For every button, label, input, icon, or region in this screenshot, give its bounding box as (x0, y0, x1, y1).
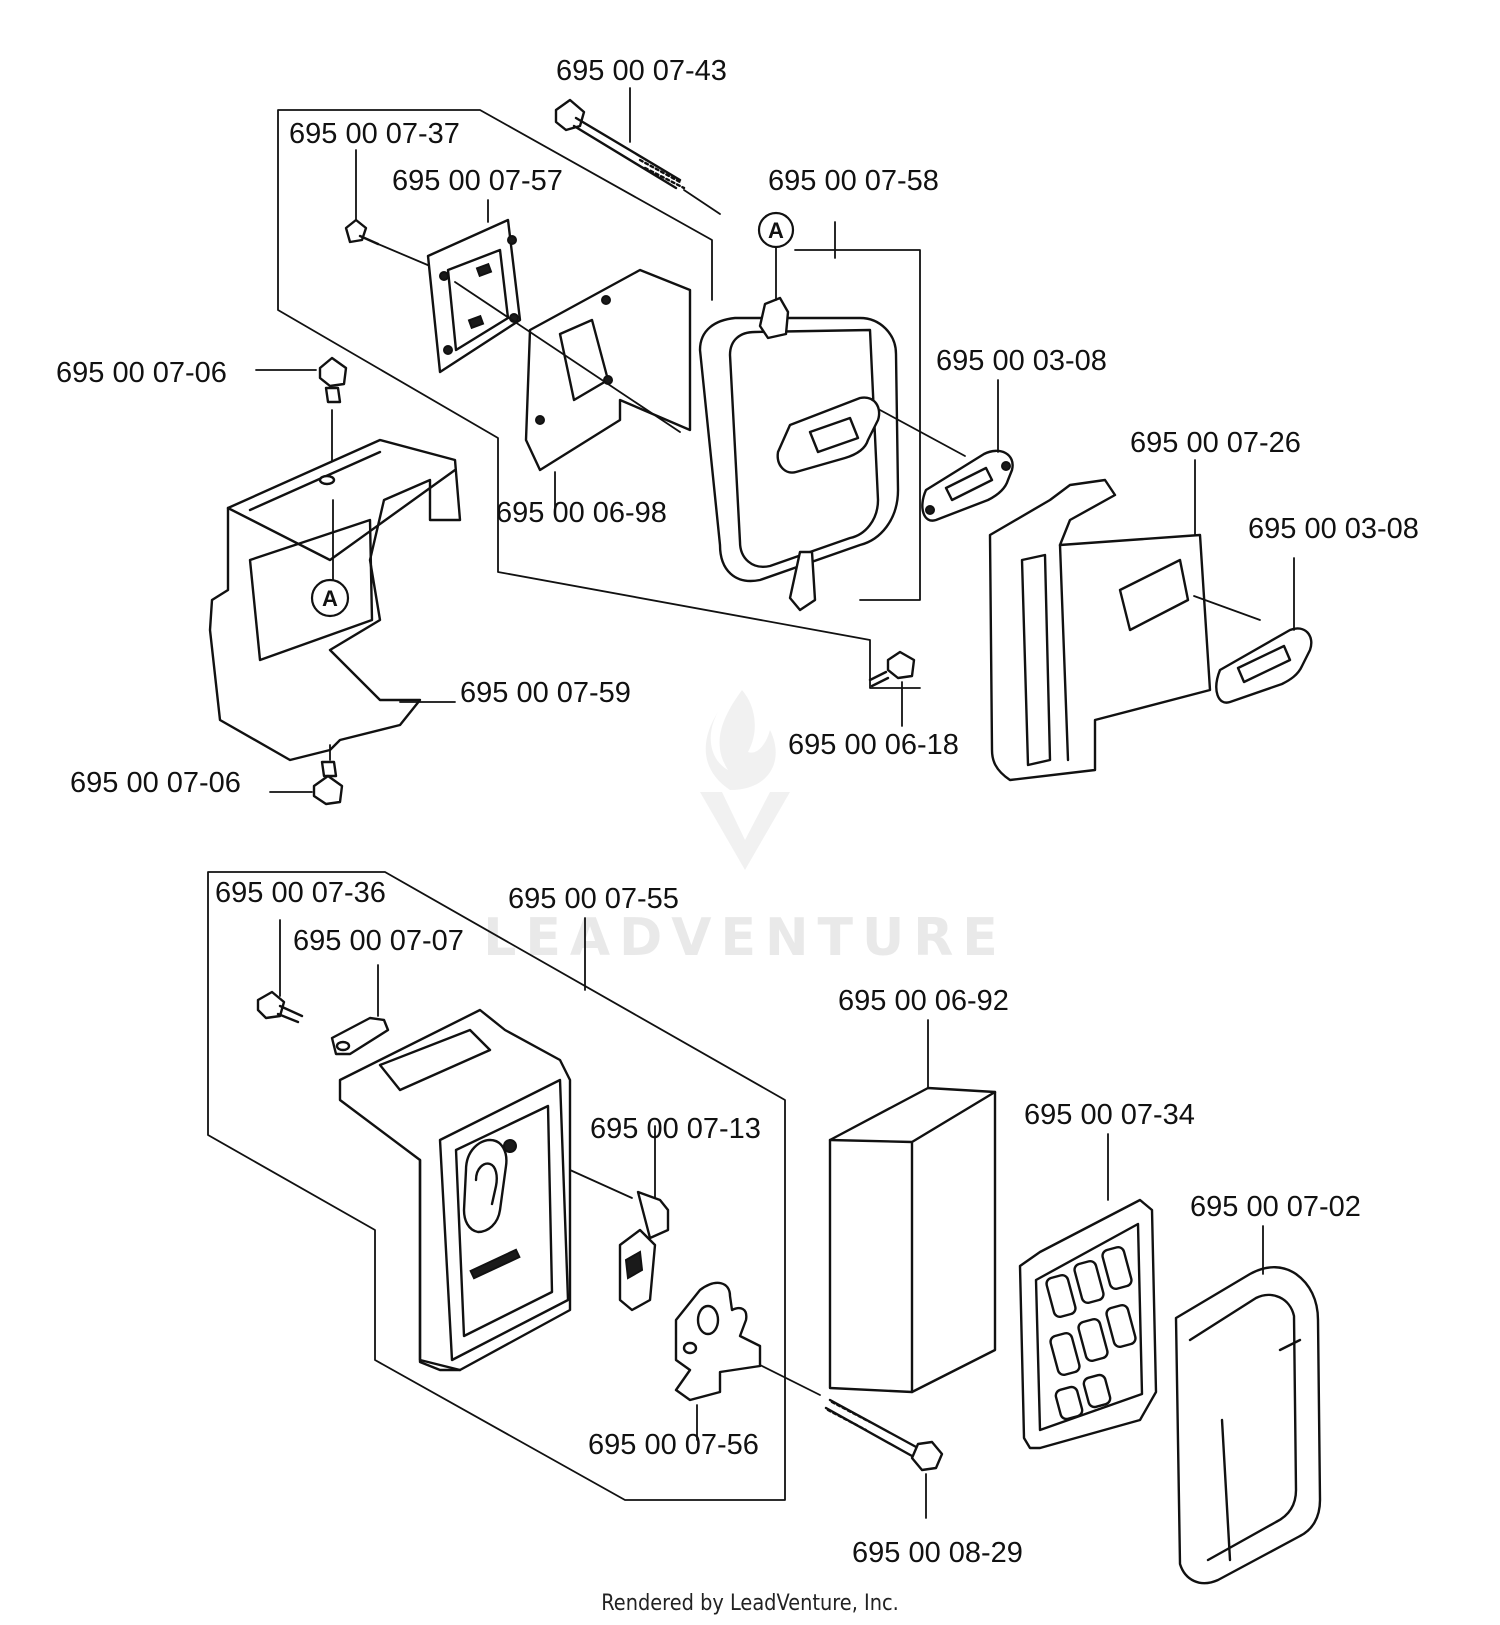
label-0308-b: 695 00 03-08 (1248, 513, 1419, 545)
label-0726: 695 00 07-26 (1130, 427, 1301, 459)
plate-0757 (426, 199, 522, 374)
label-0736: 695 00 07-36 (215, 877, 386, 909)
label-0737: 695 00 07-37 (289, 118, 460, 150)
label-0756: 695 00 07-56 (588, 1429, 759, 1461)
muffler-0758 (698, 221, 900, 612)
bolt-0706-lower (269, 744, 344, 806)
choke-lever-0713 (569, 1125, 670, 1312)
label-0618: 695 00 06-18 (788, 729, 959, 761)
bracket-0756 (674, 1281, 821, 1441)
screw-0737 (344, 149, 431, 267)
svg-text:A: A (322, 586, 338, 611)
muffler-group-bracket (277, 109, 921, 689)
long-bolt-0743 (554, 87, 721, 215)
label-0706-upper: 695 00 07-06 (56, 357, 227, 389)
watermark-text: LEADVENTURE (483, 908, 1007, 968)
screw-0618 (868, 650, 916, 727)
long-bolt-0829 (824, 1398, 944, 1519)
svg-text:A: A (768, 218, 784, 243)
label-0713: 695 00 07-13 (590, 1113, 761, 1145)
label-0698: 695 00 06-98 (496, 497, 667, 529)
screw-0736 (256, 919, 304, 1024)
watermark-logo (700, 690, 790, 870)
gasket-0308-b (1193, 557, 1313, 704)
label-0759: 695 00 07-59 (460, 677, 631, 709)
label-0692: 695 00 06-92 (838, 985, 1009, 1017)
heat-shield-0698 (454, 268, 692, 513)
footer-credit: Rendered by LeadVenture, Inc. (601, 1591, 899, 1616)
gasket-0308-a (879, 379, 1014, 522)
label-0706-lower: 695 00 07-06 (70, 767, 241, 799)
filter-grid-0734 (1018, 1133, 1158, 1450)
clip-0707 (330, 964, 390, 1056)
label-0308-a: 695 00 03-08 (936, 345, 1107, 377)
label-0829: 695 00 08-29 (852, 1537, 1023, 1569)
heat-shield-0726 (988, 459, 1212, 782)
filter-element-0692 (828, 1019, 997, 1394)
label-0702: 695 00 07-02 (1190, 1191, 1361, 1223)
label-0758: 695 00 07-58 (768, 165, 939, 197)
bolt-0706-upper (255, 356, 348, 471)
label-0755: 695 00 07-55 (508, 883, 679, 915)
label-0707: 695 00 07-07 (293, 925, 464, 957)
airfilter-group-bracket (207, 871, 786, 1501)
air-filter-housing-0755 (338, 917, 586, 1372)
label-0743: 695 00 07-43 (556, 55, 727, 87)
label-0757: 695 00 07-57 (392, 165, 563, 197)
reference-marker-a-top: A (757, 211, 795, 301)
air-filter-cover-0702 (1174, 1225, 1322, 1585)
label-0734: 695 00 07-34 (1024, 1099, 1195, 1131)
reference-marker-a-left: A (310, 578, 350, 618)
